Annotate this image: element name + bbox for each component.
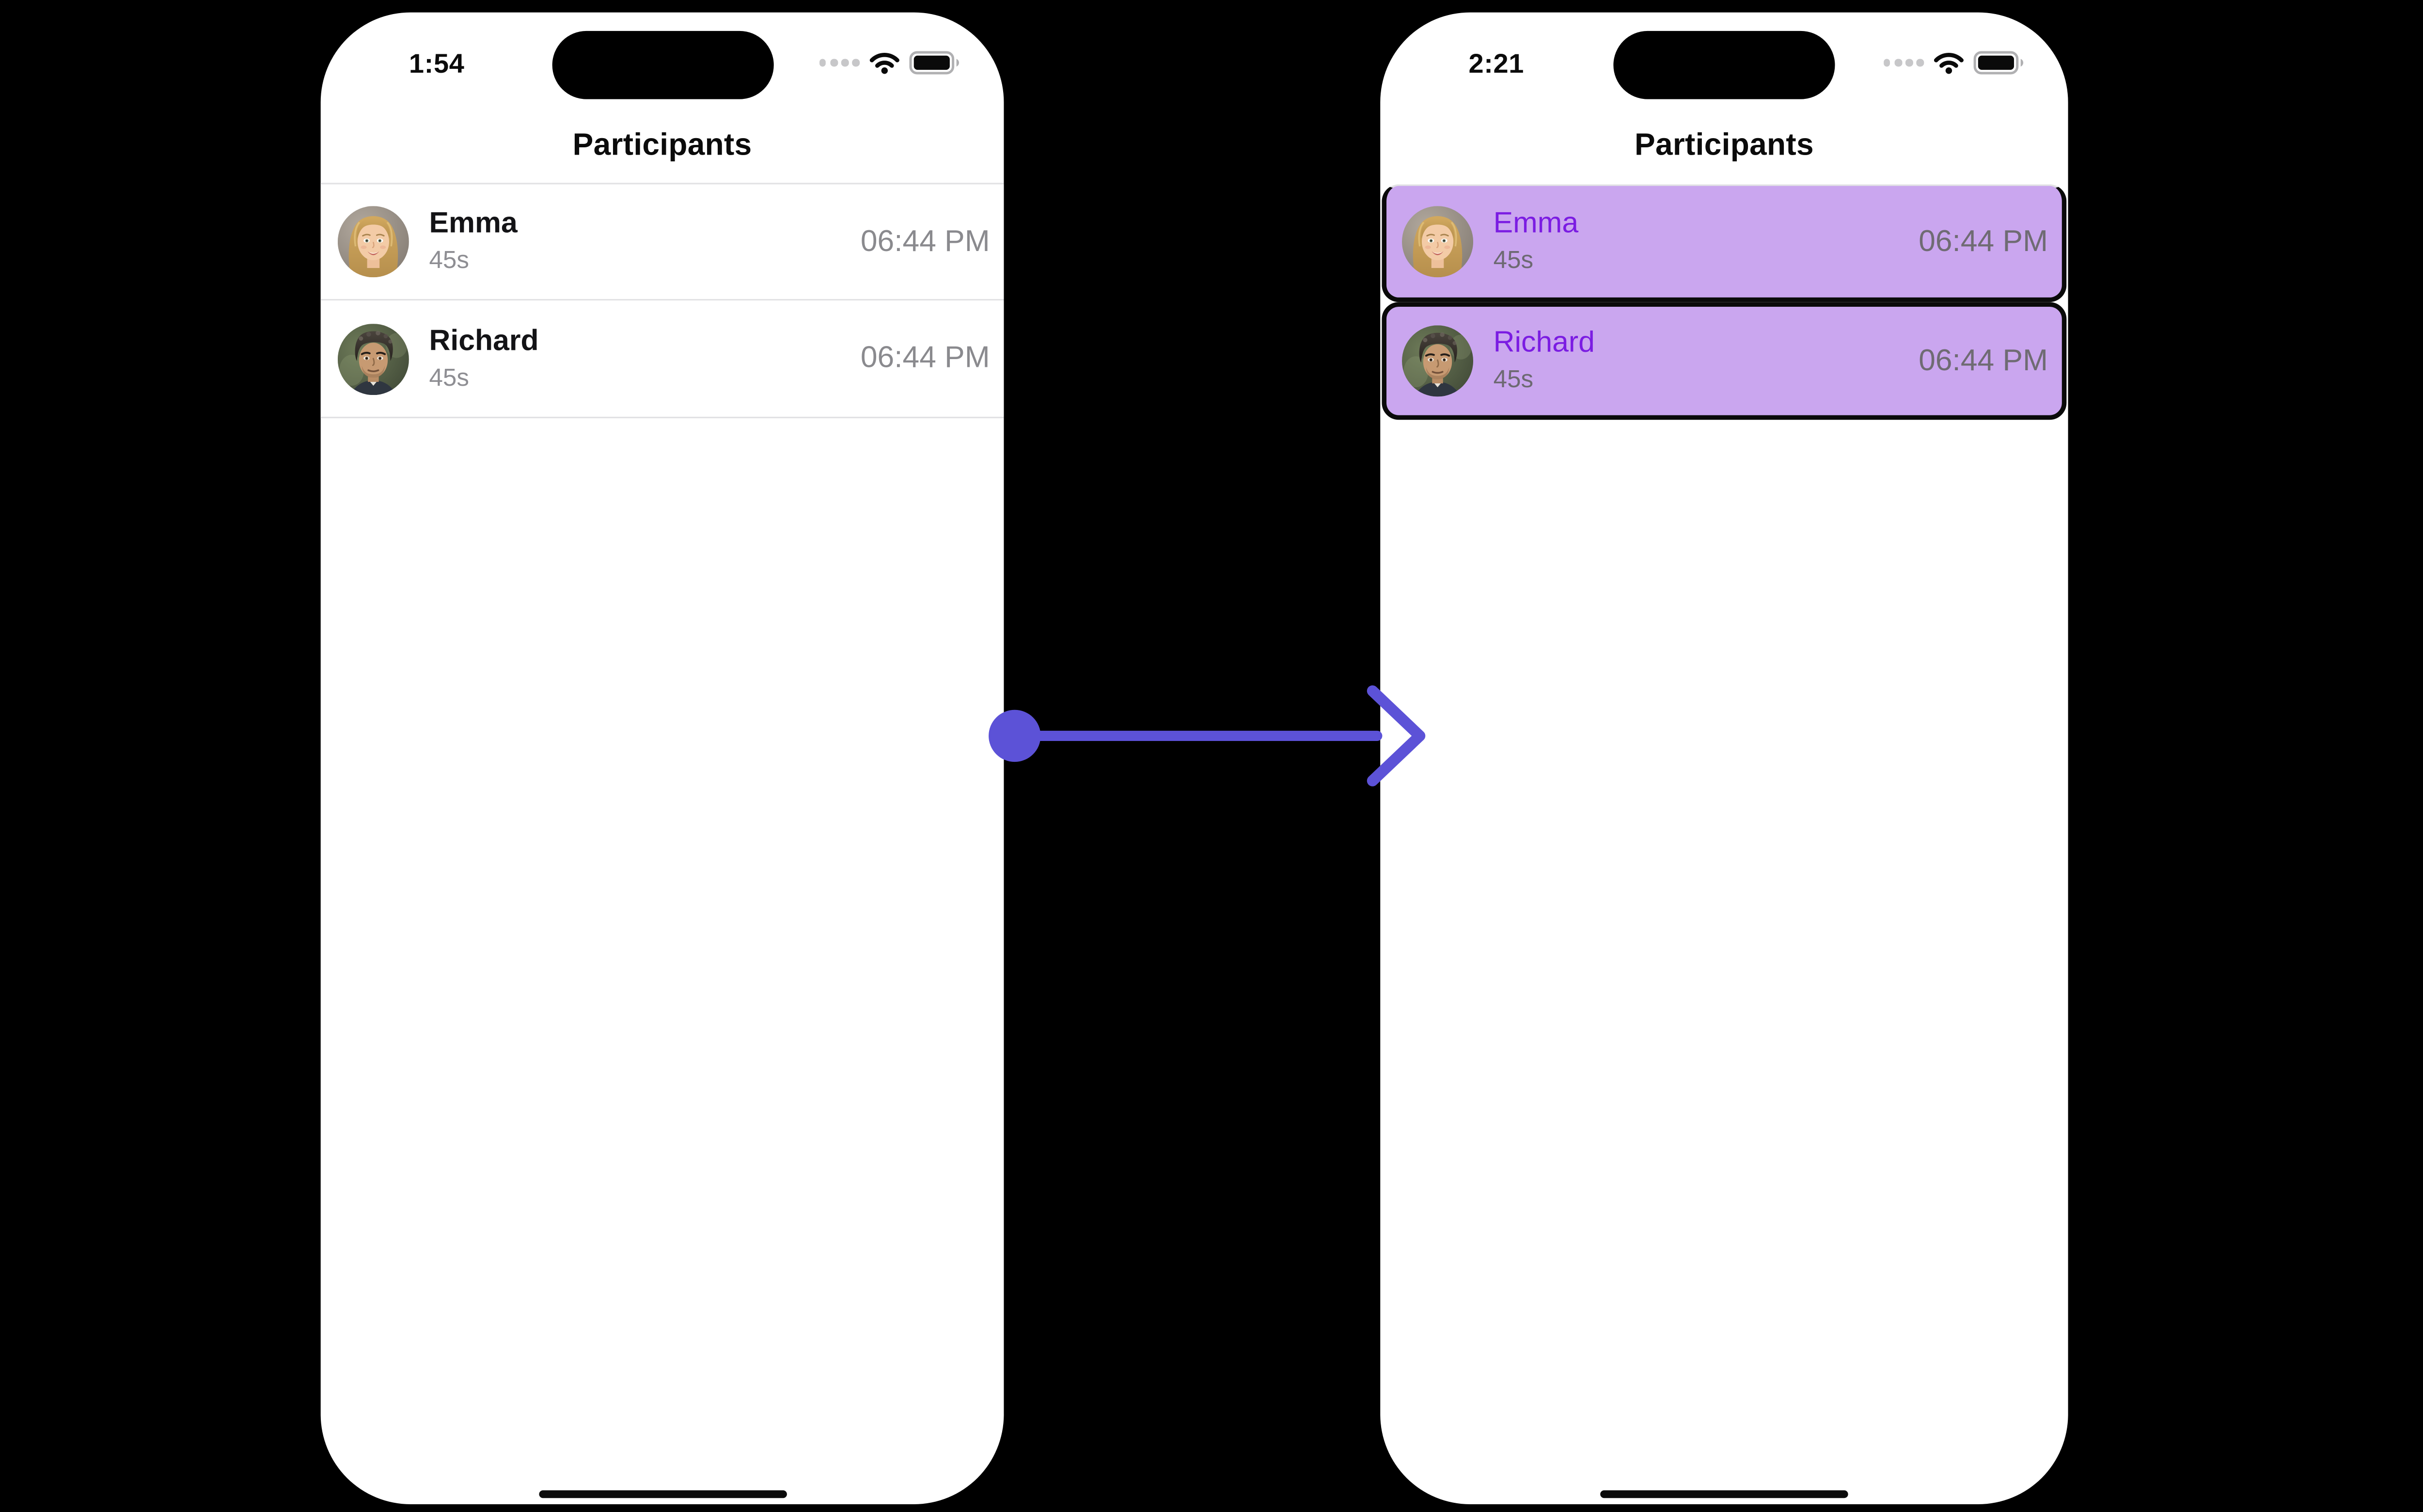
participant-row-richard-selected[interactable]: Richard 45s 06:44 PM [1382,302,2067,420]
participant-time: 06:44 PM [1919,343,2048,378]
participant-duration: 45s [429,365,469,392]
battery-full-icon [909,51,960,74]
richard-avatar [338,323,409,394]
participant-name: Richard [429,325,539,358]
emma-avatar [1402,206,1473,277]
participant-duration: 45s [1493,367,1534,394]
wifi-icon [869,51,900,74]
status-time: 2:21 [1468,48,1525,79]
cellular-dots-icon [1883,59,1924,66]
status-time: 1:54 [409,48,465,79]
participant-time: 06:44 PM [1919,223,2048,258]
participant-name: Richard [1493,327,1595,360]
status-icons [1883,51,2025,74]
wifi-icon [1933,51,1964,74]
home-indicator[interactable] [1600,1489,1848,1498]
transition-arrow [989,685,1426,787]
participant-name: Emma [429,208,518,241]
status-icons [819,51,960,74]
status-bar: 1:54 [321,13,1004,106]
participants-list-selected: Emma 45s 06:44 PM Richard 45s 06:44 PM [1382,184,2067,420]
emma-avatar [338,206,409,277]
participants-list: Emma 45s 06:44 PM Richard 45s 06:44 PM [320,183,1004,419]
dynamic-island [551,31,773,99]
participant-duration: 45s [429,248,469,275]
participant-time: 06:44 PM [860,341,990,375]
cellular-dots-icon [819,59,860,66]
participant-row-emma-selected[interactable]: Emma 45s 06:44 PM [1382,184,2067,302]
page-title: Participants [1635,128,1814,163]
participant-row-richard[interactable]: Richard 45s 06:44 PM [320,300,1004,419]
dynamic-island [1613,31,1835,99]
participant-name: Emma [1493,208,1579,241]
richard-avatar [1402,325,1473,396]
phone-after: 2:21 Participants Emma 45s 06:44 PM [1380,12,2068,1504]
participant-row-emma[interactable]: Emma 45s 06:44 PM [320,183,1004,301]
participant-duration: 45s [1493,248,1534,275]
participant-time: 06:44 PM [860,223,990,258]
status-bar: 2:21 [1380,13,2068,106]
battery-full-icon [1974,51,2025,74]
page-title: Participants [572,128,752,163]
phone-before: 1:54 Participants Emma 45s 06:44 PM [320,12,1004,1504]
home-indicator[interactable] [538,1489,787,1498]
